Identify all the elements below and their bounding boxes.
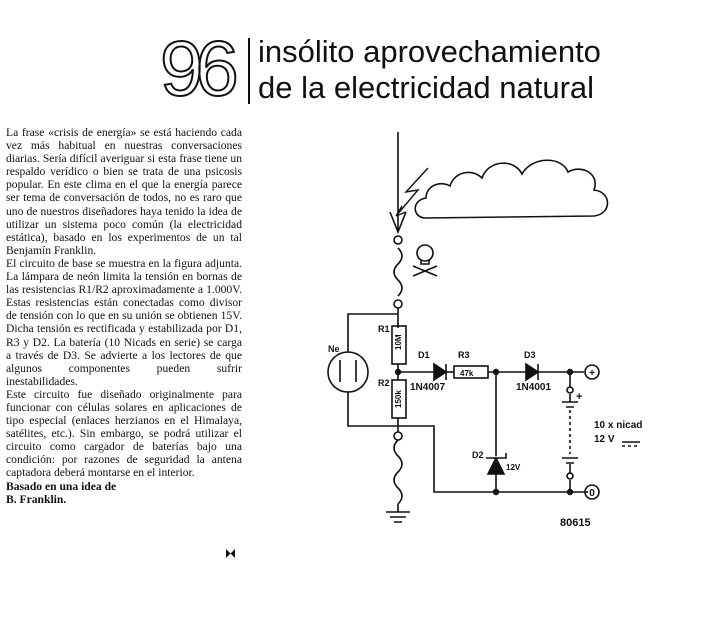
resistor-r1 bbox=[391, 325, 407, 365]
output-zero-label: 0 bbox=[589, 488, 595, 499]
battery-plus: + bbox=[576, 391, 582, 403]
label-d2: D2 bbox=[472, 450, 484, 460]
battery-label-1: 10 x nicad bbox=[594, 420, 642, 431]
header-divider bbox=[248, 38, 250, 104]
paragraph-3: Este circuito fue diseñado originalmente… bbox=[6, 387, 242, 480]
cloud-icon bbox=[414, 159, 609, 219]
ground-icon bbox=[386, 511, 410, 523]
output-zero-terminal bbox=[584, 484, 600, 500]
title-line-1: insólito aprovechamiento bbox=[258, 34, 601, 69]
zener-d2 bbox=[486, 456, 506, 475]
lightning-icon bbox=[395, 167, 429, 217]
value-r2: 150k bbox=[394, 390, 403, 408]
label-ne: Ne bbox=[328, 344, 340, 354]
resistor-r2 bbox=[391, 379, 407, 419]
battery-icon bbox=[562, 401, 578, 408]
label-d3: D3 bbox=[524, 350, 536, 360]
figure-number: 80615 bbox=[560, 517, 591, 529]
value-r1: 10M bbox=[394, 334, 403, 350]
label-r2: R2 bbox=[378, 378, 390, 388]
article-title: insólito aprovechamiento de la electrici… bbox=[258, 34, 601, 106]
output-plus-terminal bbox=[584, 364, 600, 380]
paragraph-2: El circuito de base se muestra en la fig… bbox=[6, 256, 242, 388]
label-r1: R1 bbox=[378, 324, 390, 334]
diode-d3 bbox=[525, 362, 540, 382]
voltage-d2: 12V bbox=[506, 463, 521, 472]
label-d1: D1 bbox=[418, 350, 430, 360]
circuit-diagram: Ne R1 10M R2 150k D1 1N4007 R3 47k D3 1N… bbox=[327, 132, 642, 529]
value-r3: 47k bbox=[460, 369, 474, 378]
part-d1: 1N4007 bbox=[410, 382, 445, 393]
credit-line-1: Basado en una idea de bbox=[6, 479, 117, 493]
paragraph-1: La frase «crisis de energía» se está hac… bbox=[6, 126, 242, 257]
end-mark-icon bbox=[226, 549, 235, 558]
article-body: La frase «crisis de energía» se está hac… bbox=[6, 126, 242, 506]
neon-lamp-icon bbox=[327, 351, 369, 393]
battery-label-2: 12 V bbox=[594, 434, 615, 445]
skull-icon bbox=[412, 244, 438, 277]
part-d3: 1N4001 bbox=[516, 382, 551, 393]
title-line-2: de la electricidad natural bbox=[258, 70, 595, 105]
credit-line-2: B. Franklin. bbox=[6, 492, 67, 506]
article-number: 96 bbox=[159, 24, 240, 112]
diode-d1 bbox=[433, 362, 448, 382]
output-plus-label: + bbox=[589, 368, 595, 379]
label-r3: R3 bbox=[458, 350, 470, 360]
